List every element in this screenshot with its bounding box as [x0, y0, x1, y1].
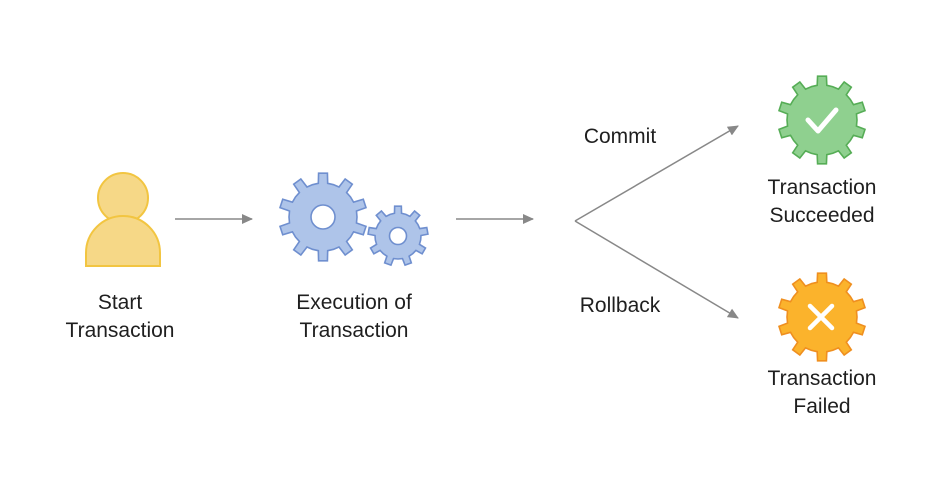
succeeded-label-line2: Succeeded: [769, 204, 874, 227]
commit-label: Commit: [584, 125, 656, 148]
check-gear-icon: [778, 75, 866, 165]
execution-label-line2: Transaction: [300, 319, 409, 342]
failed-label-line1: Transaction: [768, 367, 877, 390]
failed-label-line2: Failed: [793, 395, 850, 418]
execution-label-line1: Execution of: [296, 291, 412, 314]
person-icon: [85, 172, 161, 267]
start-label-line1: Start: [98, 291, 143, 314]
cross-gear-icon: [778, 272, 866, 362]
commit-arrow: [574, 125, 739, 222]
rollback-arrow: [574, 220, 739, 319]
start-label-line2: Transaction: [66, 319, 175, 342]
succeeded-label-line1: Transaction: [768, 176, 877, 199]
rollback-label: Rollback: [580, 294, 661, 317]
gears-icon: [278, 172, 429, 267]
